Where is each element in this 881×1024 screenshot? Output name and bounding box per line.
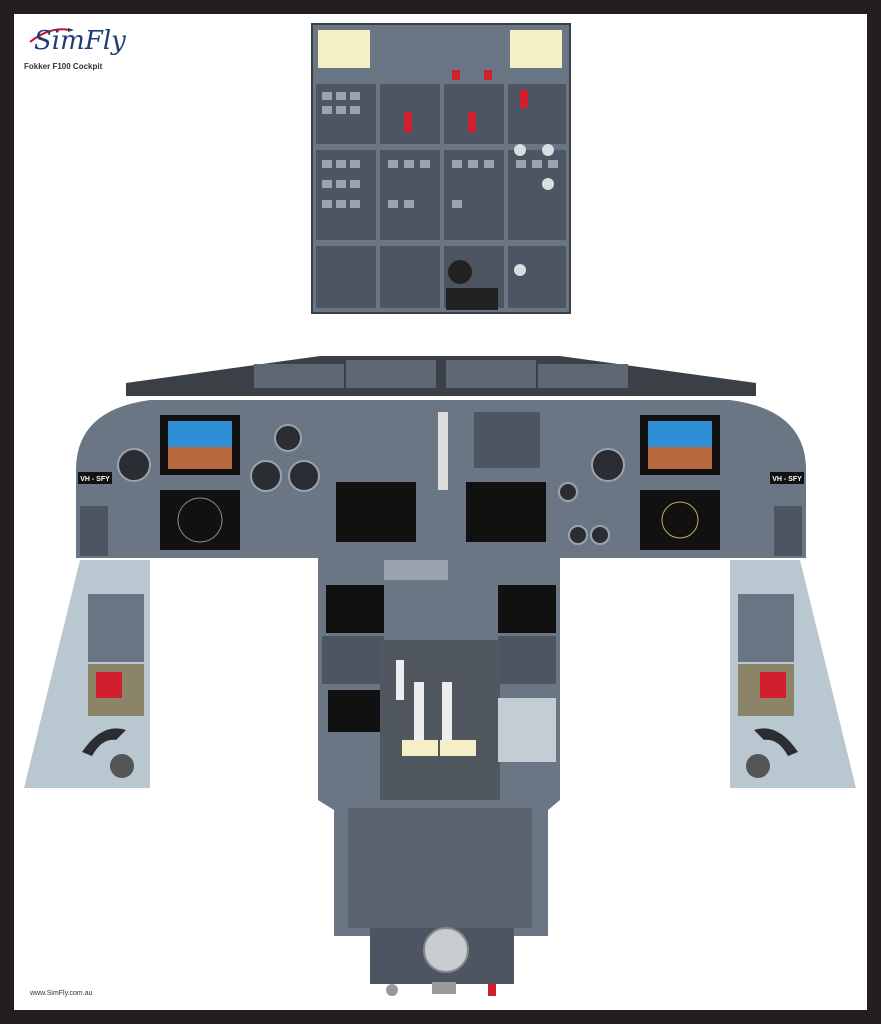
left-side-console: [24, 560, 150, 788]
registration-left: VH - SFY: [80, 476, 110, 483]
right-side-console: [730, 560, 856, 788]
main-instrument-panel: [76, 400, 806, 558]
overhead-panel: [311, 23, 571, 314]
registration-plates: VH - SFY VH - SFY: [78, 472, 804, 484]
glareshield: [126, 356, 756, 396]
logo-plane-icon: [29, 28, 74, 43]
registration-right: VH - SFY: [772, 476, 802, 483]
throttle-lever-icon: [396, 660, 476, 756]
attitude-indicator-icon: [168, 421, 232, 447]
navigation-display-icon: [160, 490, 240, 550]
center-pedestal: [318, 548, 560, 996]
brand-name: SimFly: [34, 26, 126, 56]
poster-subtitle: Fokker F100 Cockpit: [24, 62, 103, 71]
simfly-logo: SimFly: [22, 24, 132, 74]
tiller-icon: [82, 728, 126, 756]
footer-url: www.SimFly.com.au: [30, 990, 93, 997]
